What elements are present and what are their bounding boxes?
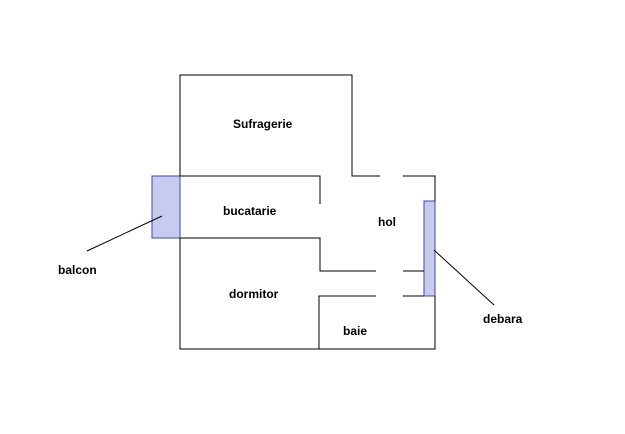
debara-area <box>423 200 436 297</box>
room-label-sufragerie: Sufragerie <box>233 117 293 131</box>
balcon-area <box>151 175 181 239</box>
room-label-baie: baie <box>343 324 367 338</box>
room-label-dormitor: dormitor <box>229 287 279 301</box>
wall-outer-right-upper <box>403 175 436 201</box>
room-label-bucatarie: bucatarie <box>223 204 277 218</box>
wall-outer-left <box>179 238 436 350</box>
wall-outer-top <box>179 74 380 177</box>
room-label-hol: hol <box>378 215 396 229</box>
wall-kitchen-bedroom <box>180 237 376 272</box>
annotation-label-debara: debara <box>483 312 523 326</box>
wall-living-kitchen <box>180 175 321 204</box>
annotation-label-balcon: balcon <box>58 263 97 277</box>
leader-debara <box>433 249 495 306</box>
wall-bathroom <box>318 295 376 349</box>
leader-balcon <box>86 215 163 252</box>
